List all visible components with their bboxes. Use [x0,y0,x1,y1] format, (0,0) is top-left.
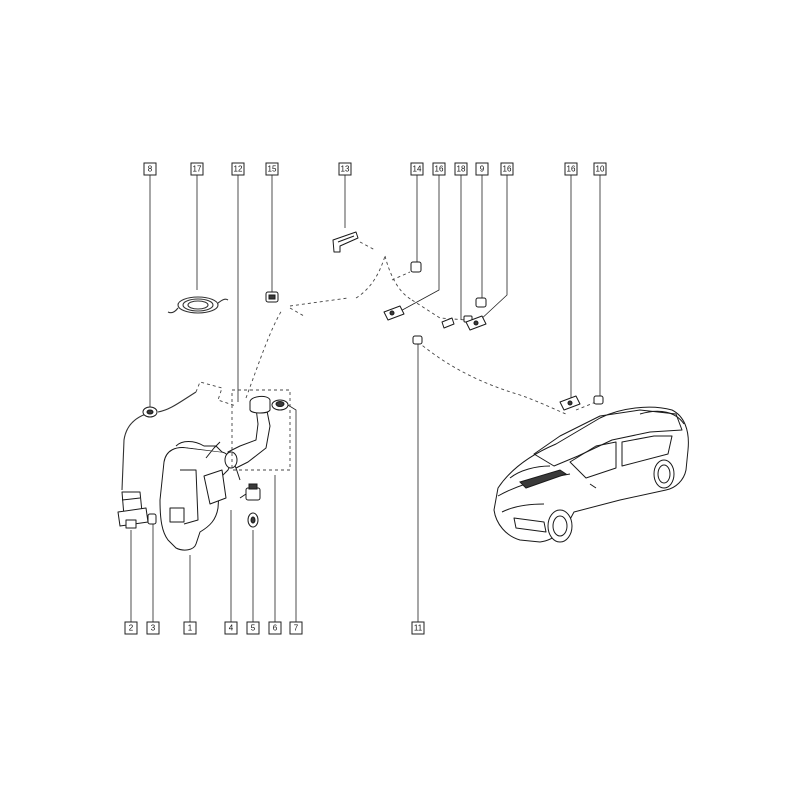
callout-17-label: 17 [193,165,202,174]
callout-11-label: 11 [414,624,423,633]
callout-13: 13 [338,162,352,176]
vehicle-illustration [493,406,689,543]
callout-18: 18 [454,162,468,176]
callout-3: 3 [146,621,160,635]
callout-1: 1 [183,621,197,635]
callout-8-label: 8 [148,165,153,174]
callout-12-label: 12 [234,165,243,174]
callouts-bottom: 2 3 1 4 5 6 7 11 [124,621,425,635]
callout-18-label: 18 [457,165,466,174]
callout-14-label: 14 [413,165,422,174]
washer-pump-part [117,491,149,529]
callout-2-label: 2 [129,624,134,633]
callout-14: 14 [410,162,424,176]
callout-4-label: 4 [229,624,234,633]
callout-12: 12 [231,162,245,176]
callout-15-label: 15 [268,165,277,174]
coiled-hose-part [167,296,229,314]
callout-9: 9 [475,162,489,176]
callout-16-b-label: 16 [503,165,512,174]
callout-6-label: 6 [273,624,278,633]
hose-bracket-part [332,231,359,253]
filler-neck-part [224,395,271,481]
washer-reservoir-part [159,441,231,551]
pump-seal-part [147,513,157,525]
callout-15: 15 [265,162,279,176]
callout-4: 4 [224,621,238,635]
callout-9-label: 9 [480,165,485,174]
callout-8: 8 [143,162,157,176]
callout-1-label: 1 [188,624,193,633]
callout-10-label: 10 [596,165,605,174]
filler-cap-part [271,399,289,411]
callout-5: 5 [246,621,260,635]
callout-16-a: 16 [432,162,446,176]
callouts-top: 8 17 12 15 13 14 16 18 9 16 16 10 [143,162,607,176]
grommet-part [142,406,158,418]
hose-connectors [383,261,604,411]
clip-part [265,291,279,303]
callout-16-c-label: 16 [567,165,576,174]
leader-lines [130,175,601,622]
callout-7-label: 7 [294,624,299,633]
callout-13-label: 13 [341,165,350,174]
callout-10: 10 [593,162,607,176]
callout-3-label: 3 [151,624,156,633]
callout-2: 2 [124,621,138,635]
level-sensor-part [239,483,261,528]
callout-6: 6 [268,621,282,635]
callout-11: 11 [411,621,425,635]
callout-5-label: 5 [251,624,256,633]
callout-16-b: 16 [500,162,514,176]
callout-16-a-label: 16 [435,165,444,174]
callout-7: 7 [289,621,303,635]
callout-16-c: 16 [564,162,578,176]
filler-neck-group-frame [231,389,291,471]
washer-hoses [121,241,597,491]
callout-17: 17 [190,162,204,176]
